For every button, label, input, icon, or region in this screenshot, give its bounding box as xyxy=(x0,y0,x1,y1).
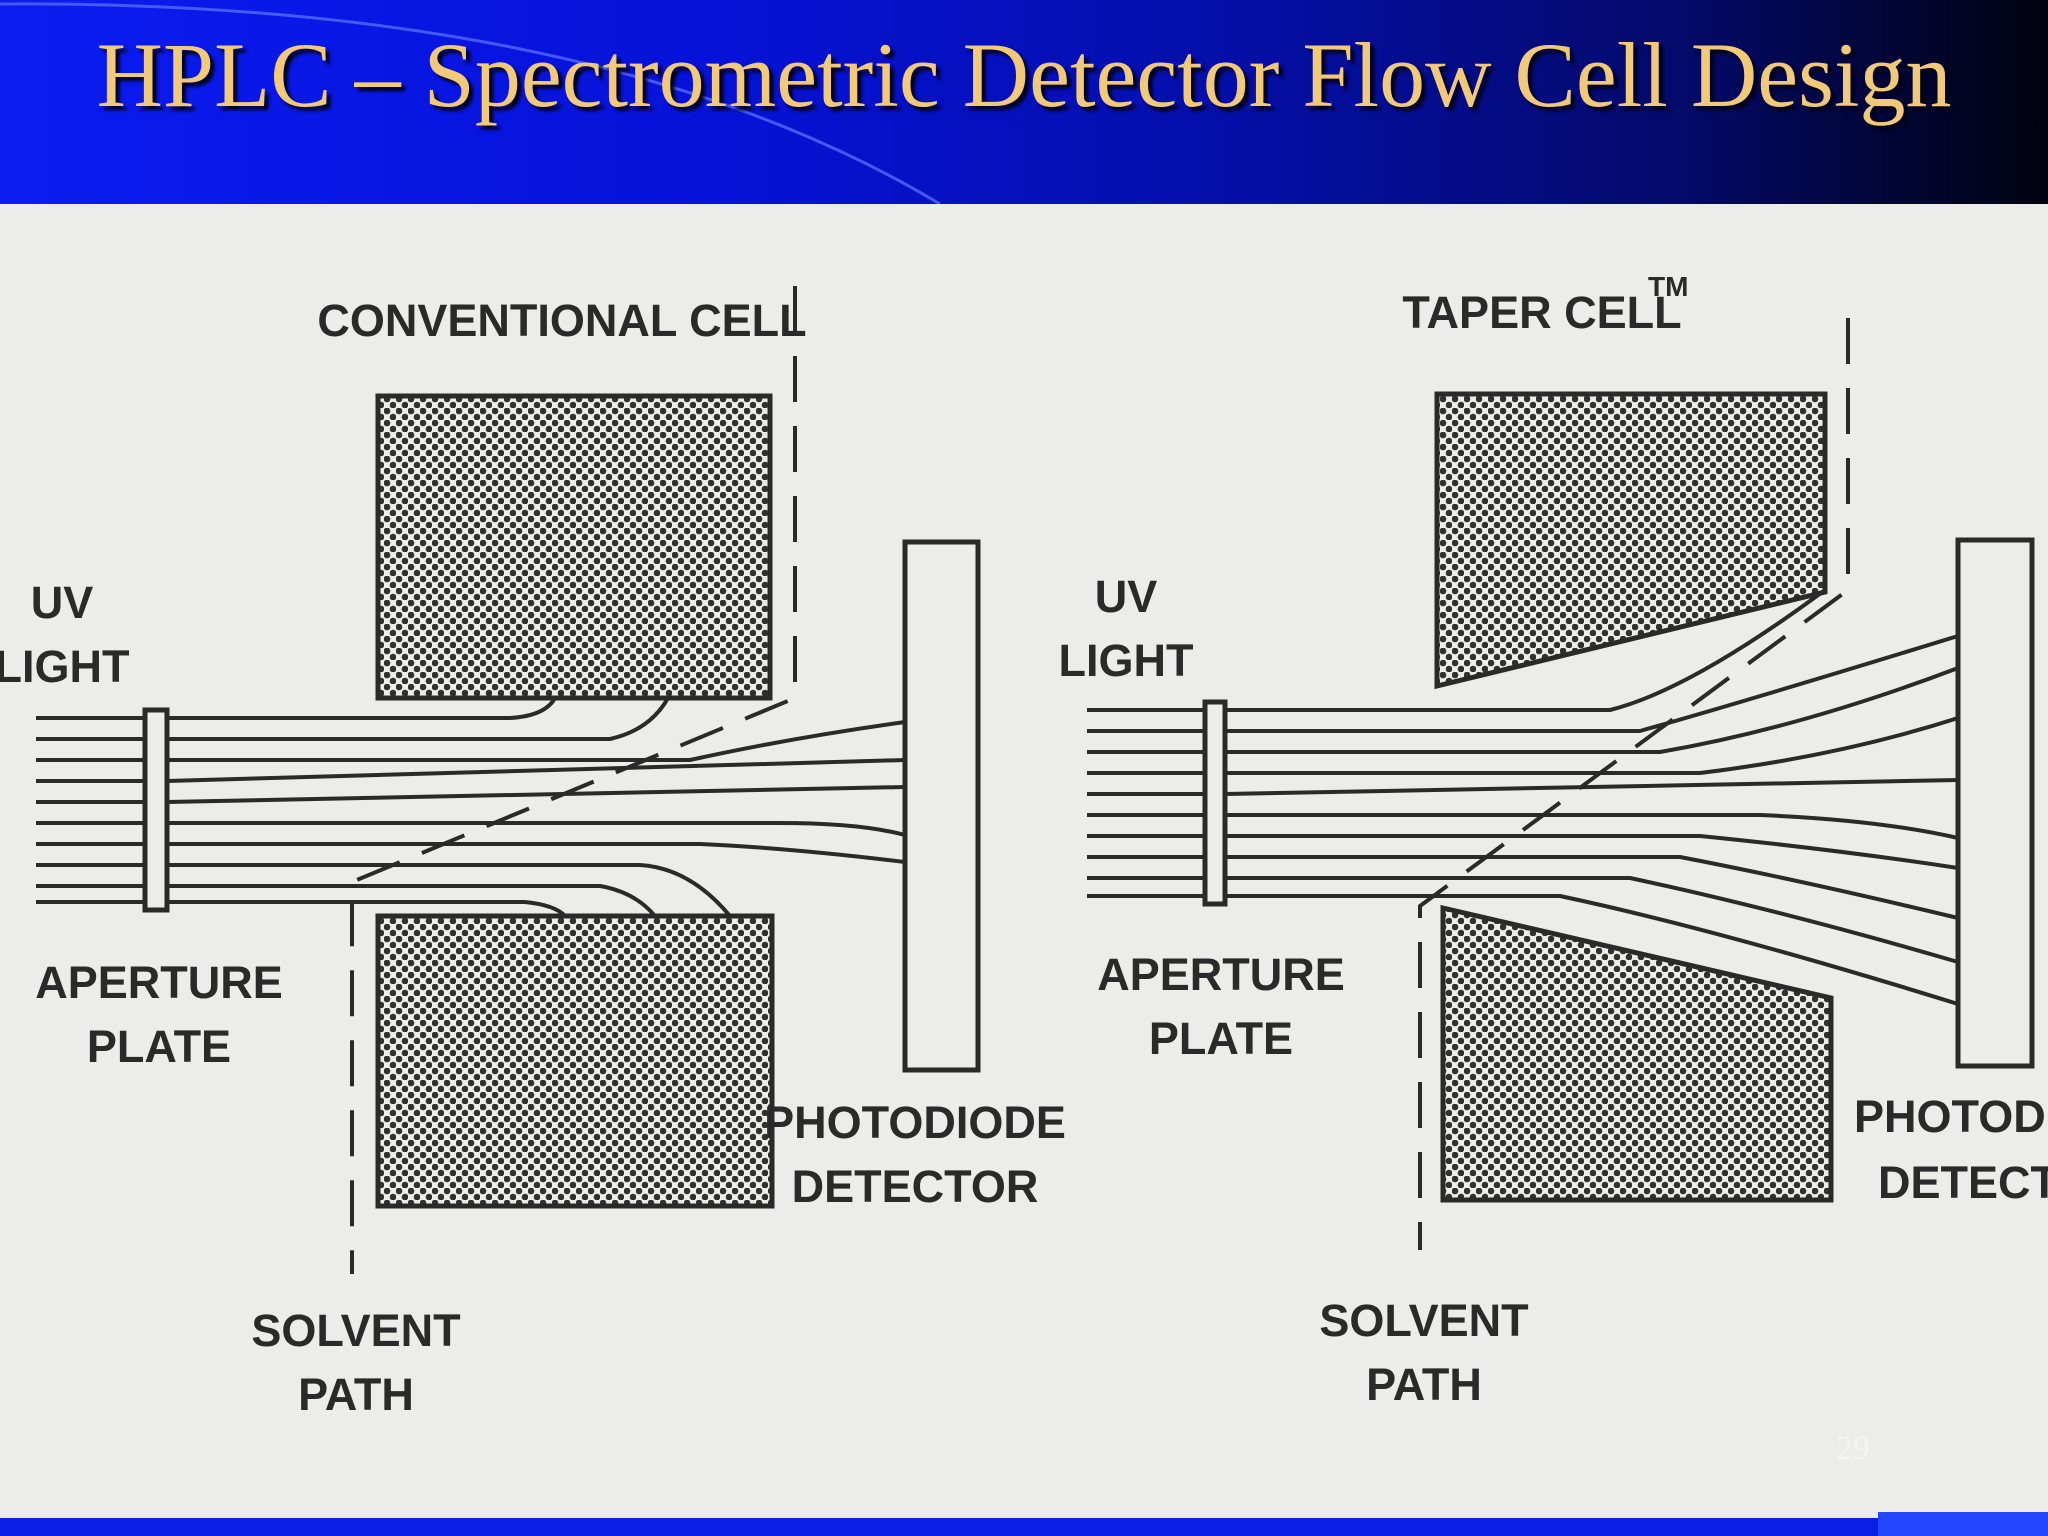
slide-header: HPLC – Spectrometric Detector Flow Cell … xyxy=(0,0,2048,204)
conventional-plate-label: PLATE xyxy=(87,1021,231,1072)
conventional-solvent-label: SOLVENT xyxy=(251,1305,460,1356)
taper-aperture-label: APERTURE xyxy=(1097,949,1345,1000)
taper-aperture-plate xyxy=(1202,699,1228,907)
light-beam xyxy=(167,720,906,762)
light-beam xyxy=(1225,894,1959,1006)
light-beam xyxy=(167,696,557,720)
conventional-photodiode-detector xyxy=(902,539,981,1073)
diagram-panel: CONVENTIONAL CELL UV LIGHT APERTURE PLAT… xyxy=(0,204,2048,1518)
light-beam xyxy=(1225,855,1959,920)
taper-solvent-label: SOLVENT xyxy=(1319,1295,1528,1346)
header-decorative-arc xyxy=(0,2,941,204)
taper-cell-diagram: TAPER CELL TM UV LIGHT APERTURE PLATE PH… xyxy=(1059,271,2048,1410)
light-beam xyxy=(166,758,906,783)
conventional-light-label: LIGHT xyxy=(0,641,129,692)
page-number: 29 xyxy=(1836,1430,1870,1467)
flow-cell-diagram: CONVENTIONAL CELL UV LIGHT APERTURE PLAT… xyxy=(0,271,2048,1420)
light-beam xyxy=(167,900,567,918)
light-beam xyxy=(1225,813,1959,840)
taper-upper-block xyxy=(1434,391,1828,690)
conventional-cell-label: CONVENTIONAL CELL xyxy=(317,295,806,346)
light-beam xyxy=(166,785,906,804)
light-beam xyxy=(1225,634,1959,733)
taper-lower-block xyxy=(1440,904,1834,1203)
conventional-path-label: PATH xyxy=(298,1369,414,1420)
light-beam xyxy=(1225,666,1959,754)
light-beam xyxy=(1225,588,1827,712)
light-beam xyxy=(167,697,670,741)
footer-corner-accent xyxy=(1878,1512,2048,1536)
slide-title: HPLC – Spectrometric Detector Flow Cell … xyxy=(96,24,1952,126)
conventional-detector-label: DETECTOR xyxy=(792,1161,1039,1212)
light-beam xyxy=(167,842,906,864)
light-beam xyxy=(167,821,906,837)
taper-uv-label: UV xyxy=(1095,571,1158,622)
taper-light-beams xyxy=(1087,588,1959,1006)
conventional-light-beams xyxy=(36,696,906,918)
taper-photodiode-detector xyxy=(1955,537,2035,1069)
taper-cell-label: TAPER CELL xyxy=(1402,287,1681,338)
footer-bar xyxy=(0,1518,2048,1536)
taper-detector-label: DETECTO xyxy=(1878,1157,2048,1208)
taper-plate-label: PLATE xyxy=(1149,1013,1293,1064)
conventional-uv-label: UV xyxy=(31,577,94,628)
conventional-cell-diagram: CONVENTIONAL CELL UV LIGHT APERTURE PLAT… xyxy=(0,286,1066,1420)
taper-photodiode-label: PHOTODIO xyxy=(1854,1091,2048,1142)
taper-cell-trademark: TM xyxy=(1648,271,1688,302)
light-beam xyxy=(167,884,657,918)
light-beam xyxy=(1225,876,1959,964)
conventional-upper-block xyxy=(375,393,773,701)
taper-light-label: LIGHT xyxy=(1059,635,1194,686)
light-beam xyxy=(167,863,732,918)
conventional-lower-block xyxy=(375,913,775,1209)
conventional-aperture-plate xyxy=(142,707,170,913)
light-beam xyxy=(1225,834,1959,870)
conventional-aperture-label: APERTURE xyxy=(35,957,283,1008)
conventional-photodiode-label: PHOTODIODE xyxy=(764,1097,1066,1148)
taper-path-label: PATH xyxy=(1366,1359,1482,1410)
light-beam xyxy=(1224,778,1959,796)
conventional-solvent-path xyxy=(350,286,797,1274)
light-beam xyxy=(1225,716,1959,775)
